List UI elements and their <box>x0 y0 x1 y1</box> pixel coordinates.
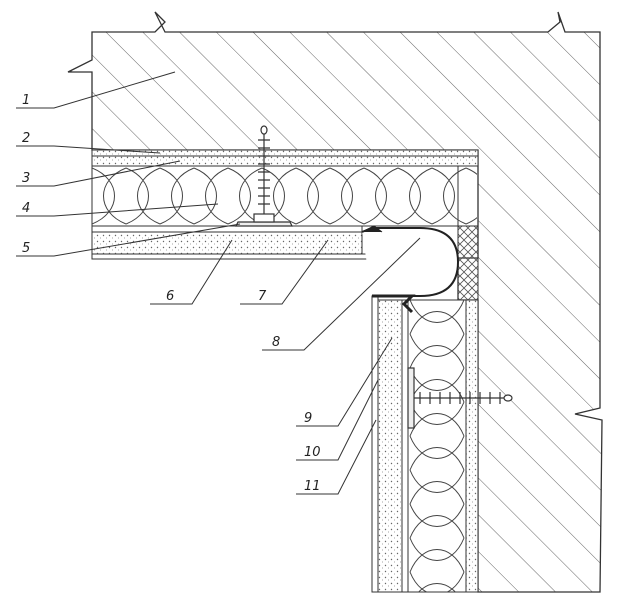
profile-flange <box>372 294 416 314</box>
leveling-layer <box>91 149 479 157</box>
callout-label-9: 9 <box>304 411 312 426</box>
vertical-wall-layers <box>371 294 479 593</box>
insulation-vertical <box>407 299 467 593</box>
callout-label-7: 7 <box>258 289 267 304</box>
callout-label-5: 5 <box>22 241 30 256</box>
leader-line-11 <box>296 419 377 495</box>
leader-line-4 <box>16 203 219 217</box>
finish-plaster-vertical <box>377 299 403 593</box>
concrete-wall <box>67 11 603 593</box>
callout-labels: 1 2 3 4 5 6 7 8 9 10 11 <box>22 93 321 494</box>
callout-label-10: 10 <box>304 445 321 460</box>
dowel-vertical <box>407 367 513 429</box>
leader-line-5 <box>16 223 241 257</box>
horizontal-wall-layers <box>91 149 479 301</box>
leader-line-2 <box>16 145 161 154</box>
callout-label-8: 8 <box>272 335 280 350</box>
callout-label-11: 11 <box>304 479 321 494</box>
dowel-horizontal <box>235 125 293 227</box>
leader-line-10 <box>296 379 379 461</box>
leader-line-9 <box>296 337 393 427</box>
finish-coat-vertical <box>371 295 379 593</box>
callout-label-4: 4 <box>22 201 30 216</box>
callout-label-1: 1 <box>22 93 30 108</box>
leader-line-7 <box>240 239 329 305</box>
adhesive-layer <box>91 155 479 167</box>
mesh-layer-vertical <box>401 299 409 593</box>
finish-coat-horizontal <box>91 253 373 260</box>
leader-line-8 <box>262 237 421 351</box>
leader-lines <box>16 71 421 495</box>
corner-profile <box>361 227 460 297</box>
callout-label-3: 3 <box>22 171 30 186</box>
callout-label-2: 2 <box>22 131 30 146</box>
leader-line-3 <box>16 160 181 187</box>
mesh-layer <box>91 225 363 233</box>
callout-label-6: 6 <box>166 289 174 304</box>
leader-line-6 <box>150 239 233 305</box>
adhesive-layer-vertical <box>465 299 479 593</box>
leader-line-1 <box>16 71 176 109</box>
insulation-horizontal <box>91 165 459 227</box>
corner-seal-block <box>457 225 479 301</box>
